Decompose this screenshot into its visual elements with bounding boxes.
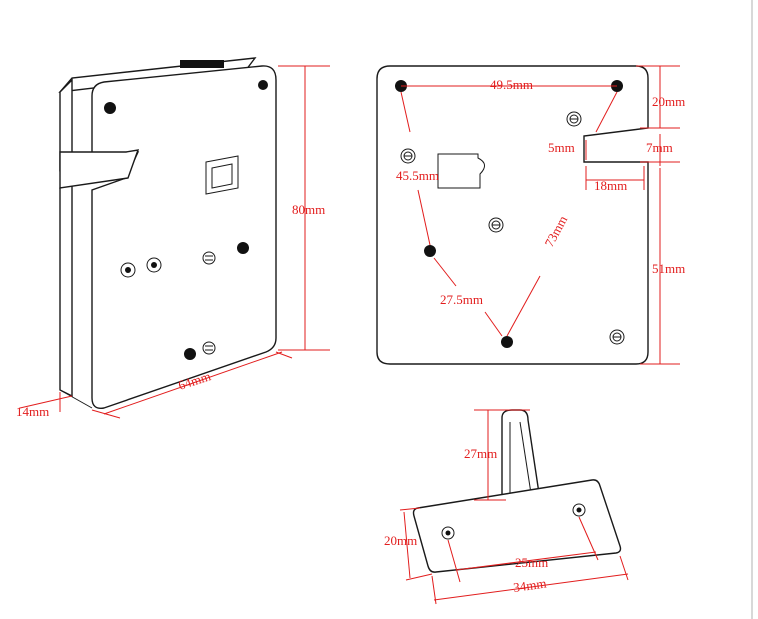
bottom-edge — [59, 389, 93, 409]
window-outline — [205, 155, 239, 195]
screw-icon — [202, 341, 216, 355]
slot-height-label: 7mm — [646, 140, 673, 155]
window-outline — [437, 153, 485, 189]
left-diag-label: 45.5mm — [396, 168, 439, 183]
bracket-view: 27mm 20mm 25mm 34mm — [384, 409, 629, 605]
mount-hole — [501, 336, 513, 348]
mount-hole — [424, 245, 436, 257]
bottom-diag-label: 27.5mm — [440, 292, 483, 307]
right-height-label: 51mm — [652, 261, 685, 276]
front-plate — [91, 65, 277, 409]
hole-span-label: 25mm — [515, 555, 548, 570]
depth-label: 14mm — [16, 404, 49, 419]
bracket-plate — [412, 479, 622, 573]
perspective-view: 80mm 64mm 14mm — [16, 57, 330, 419]
plate-height-label: 20mm — [384, 533, 417, 548]
side-face-lower — [59, 176, 73, 398]
screw-icon — [400, 148, 416, 164]
latch-tongue — [59, 149, 140, 189]
screw-icon — [120, 262, 136, 278]
front-plate — [376, 65, 649, 365]
front-view: 49.5mm 20mm 7mm 5mm 18mm 45.5mm 73mm 27.… — [376, 65, 685, 365]
screw-icon — [609, 329, 625, 345]
screw-icon — [146, 257, 162, 273]
mount-hole — [237, 242, 249, 254]
mount-hole — [104, 102, 116, 114]
window-inner — [211, 163, 233, 189]
mount-hole — [184, 348, 196, 360]
plate-width-label: 34mm — [512, 575, 547, 594]
height-label: 80mm — [292, 202, 325, 217]
slot-depth-label: 18mm — [594, 178, 627, 193]
pin-height-label: 27mm — [464, 446, 497, 461]
mount-hole — [258, 80, 268, 90]
bracket-pin — [501, 409, 541, 501]
slot-inner-label: 5mm — [548, 140, 575, 155]
screw-icon — [572, 503, 586, 517]
screw-icon — [441, 526, 455, 540]
screw-icon — [566, 111, 582, 127]
top-span-label: 49.5mm — [490, 77, 533, 92]
top-latch — [180, 60, 224, 68]
screw-icon — [488, 217, 504, 233]
screw-icon — [202, 251, 216, 265]
top-offset-label: 20mm — [652, 94, 685, 109]
